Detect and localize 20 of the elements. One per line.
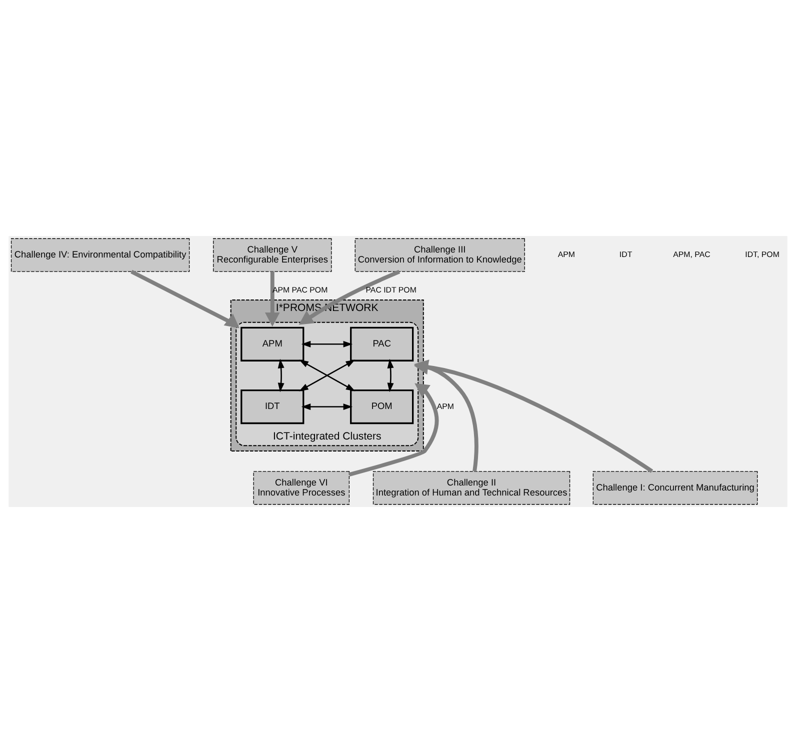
arrow — [278, 358, 284, 392]
arrow — [414, 359, 654, 472]
arrow — [301, 340, 353, 347]
node-box: Challenge I: Concurrent Manufacturing — [592, 470, 758, 504]
arrow — [348, 382, 439, 476]
node-box: Challenge II Integration of Human and Technical Resources — [372, 470, 570, 504]
arrow — [264, 271, 280, 326]
node-box: PAC — [350, 326, 414, 361]
arrow — [301, 403, 353, 410]
arrow — [130, 269, 240, 328]
node-box: Challenge IV: Environmental Compatibility — [10, 238, 190, 272]
node-box: APM — [240, 326, 304, 361]
arrow — [298, 269, 400, 324]
node-box: Challenge III Conversion of Information to Knowledge — [354, 238, 525, 272]
node-box: Challenge VI Innovative Processes — [253, 470, 350, 504]
node-box: POM — [350, 388, 414, 424]
node-box: IDT — [240, 388, 304, 424]
arrow — [414, 359, 478, 472]
node-box: Challenge V Reconfigurable Enterprises — [213, 238, 332, 272]
arrow — [387, 358, 394, 392]
